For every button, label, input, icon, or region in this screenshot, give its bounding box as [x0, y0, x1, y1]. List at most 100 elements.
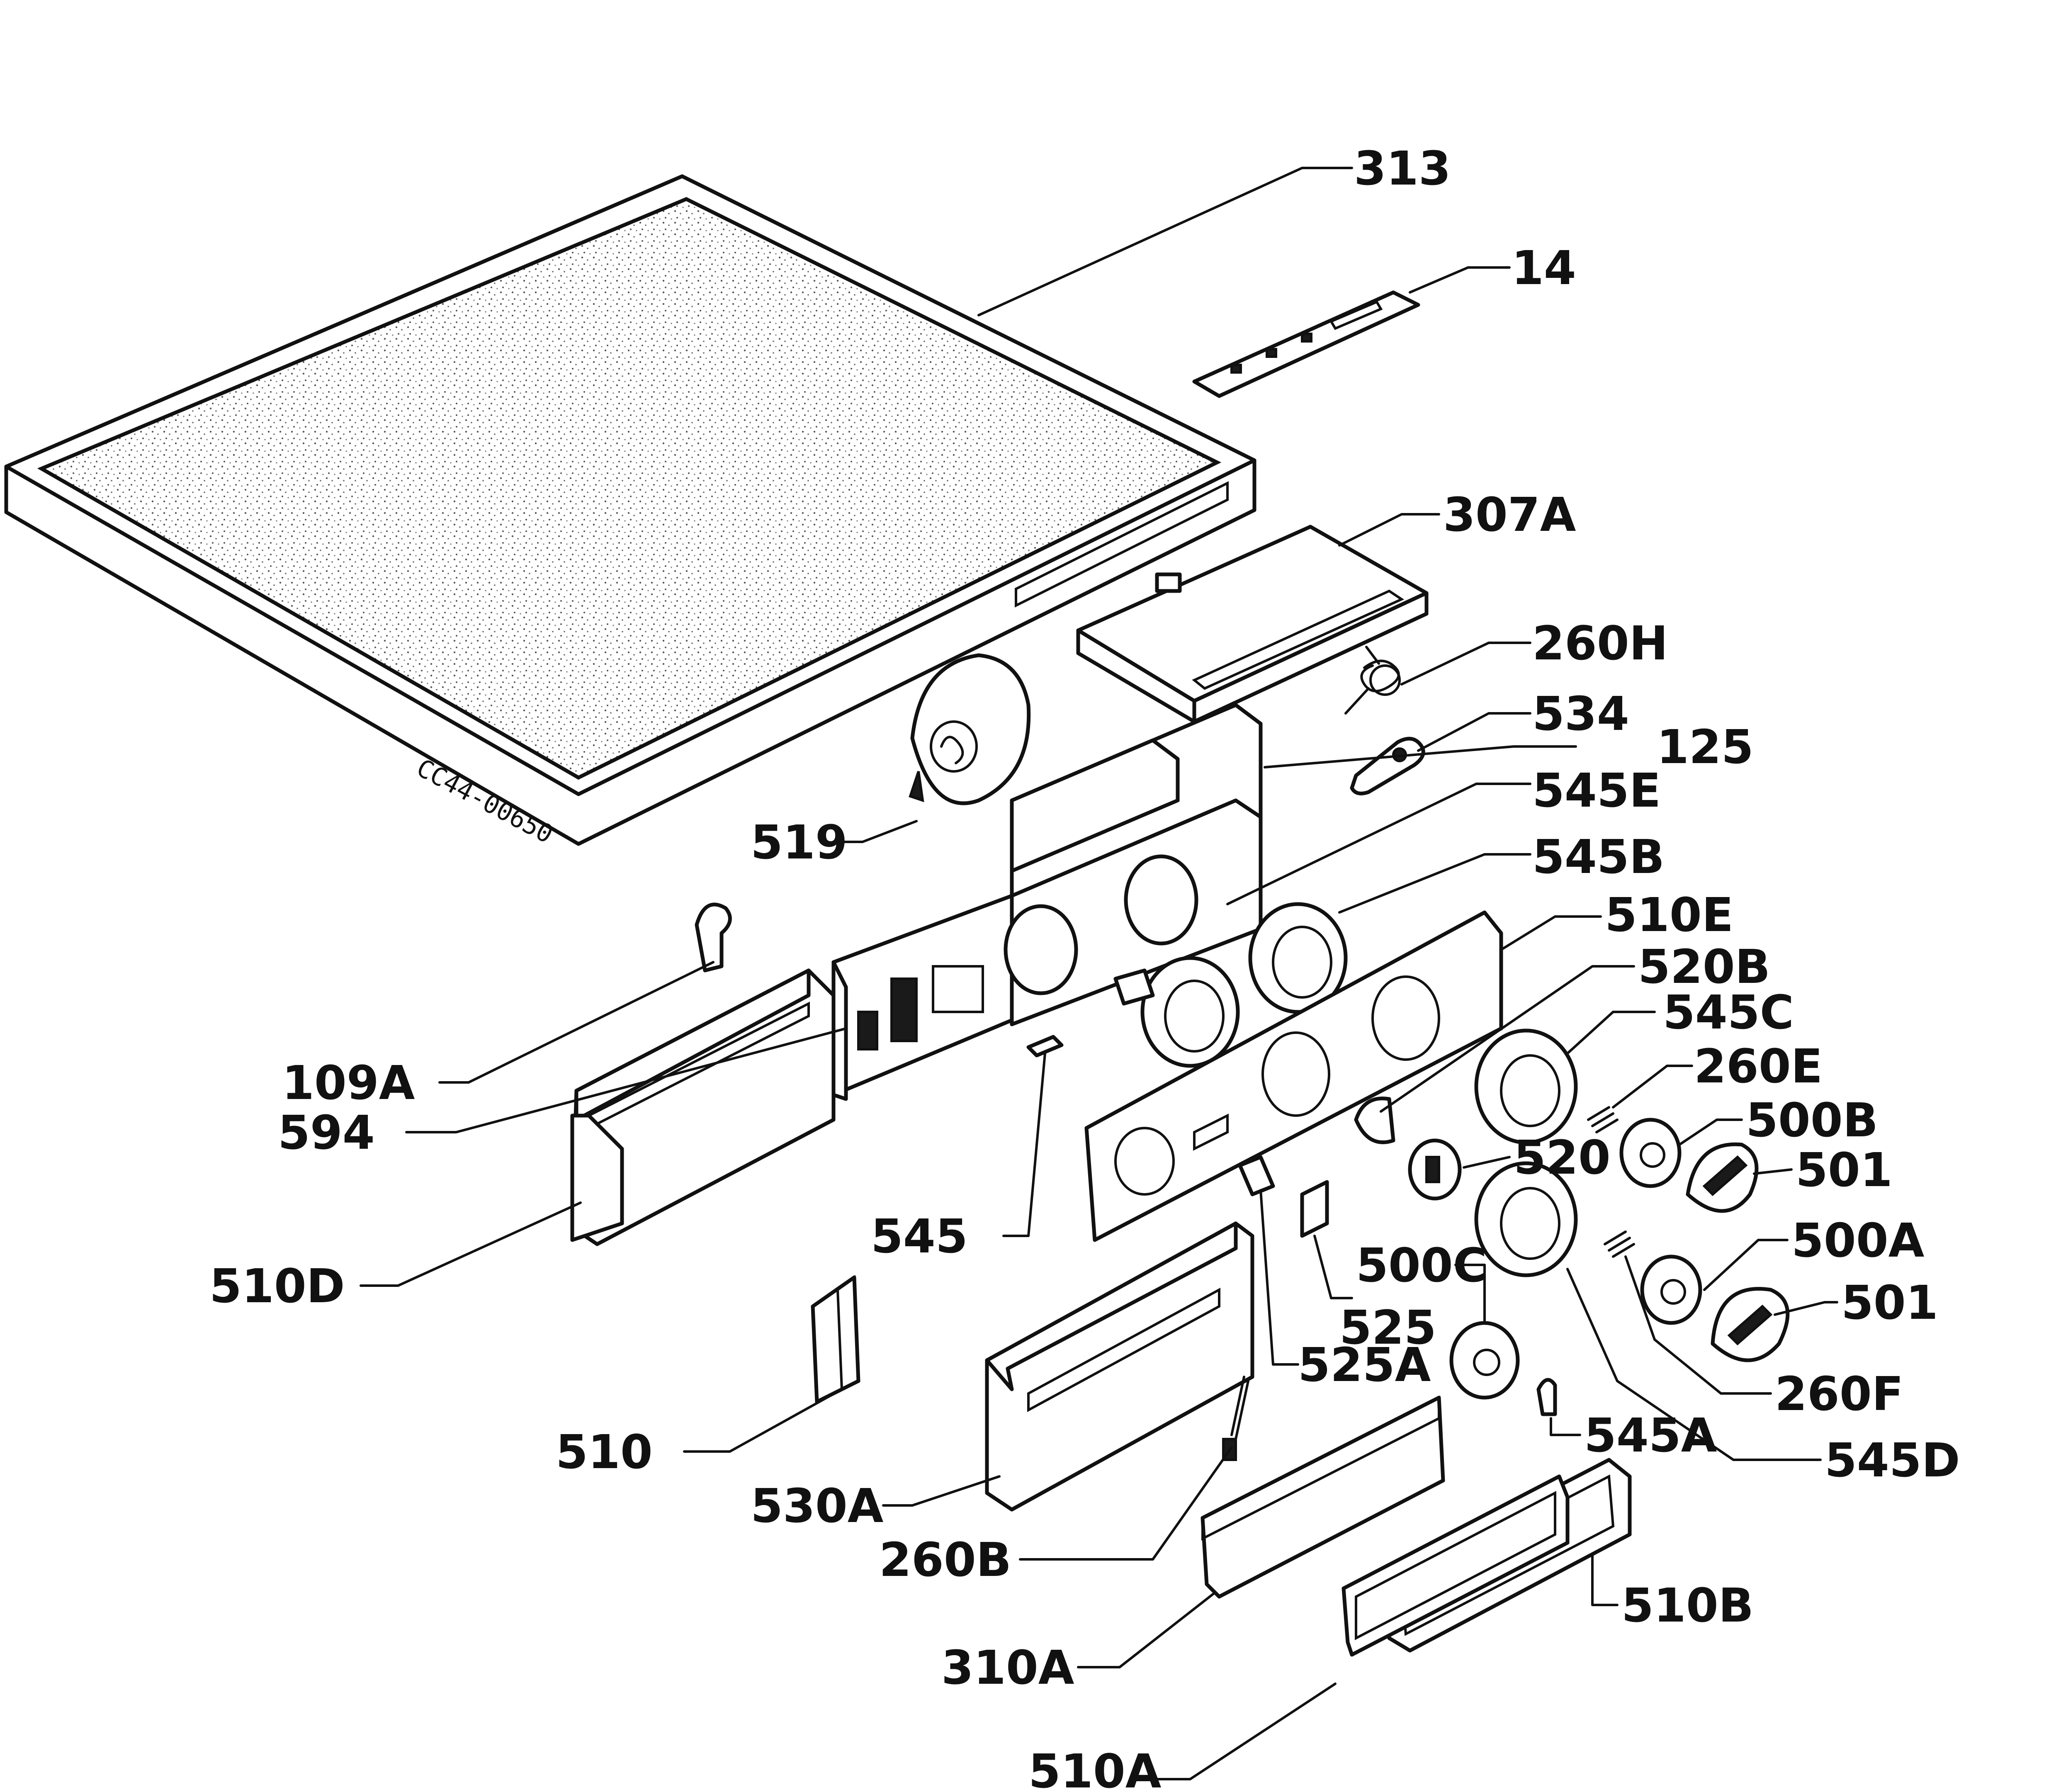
leader-545e	[1226, 783, 1531, 905]
leader-260b	[1019, 1446, 1233, 1561]
leader-545b	[1338, 853, 1531, 914]
part-510a-filter-cover	[1342, 1474, 1570, 1657]
leader-14	[1409, 266, 1511, 294]
part-594-control-panel	[831, 798, 1263, 1101]
leader-500c	[1454, 1264, 1486, 1324]
leader-510	[683, 1388, 843, 1453]
callout-510b: 510B	[1621, 1579, 1754, 1633]
leader-307a	[1338, 513, 1440, 547]
part-525-block	[1300, 1180, 1329, 1238]
leader-109a	[438, 961, 714, 1084]
callout-labels: 313 14 307A 260H 534 125 545E 545B 519 5…	[209, 142, 1960, 1792]
leader-520	[1463, 1156, 1511, 1169]
part-545b-knob-ring	[1248, 902, 1348, 1014]
part-310a-plinth	[1201, 1396, 1445, 1599]
leader-594	[405, 1027, 847, 1133]
callout-501a: 501	[1796, 1143, 1893, 1197]
part-510-bracket	[811, 1275, 860, 1404]
callout-260e: 260E	[1694, 1040, 1823, 1094]
leader-500a	[1703, 1239, 1789, 1291]
part-530a-handle	[985, 1221, 1254, 1512]
callout-510e: 510E	[1605, 888, 1733, 942]
callout-125: 125	[1657, 720, 1754, 774]
callout-500a: 500A	[1791, 1214, 1925, 1268]
part-500a-knob-shaft	[1640, 1255, 1702, 1325]
callout-525a: 525A	[1298, 1338, 1431, 1392]
part-545a-clip	[1536, 1378, 1557, 1416]
leader-310a	[1077, 1591, 1216, 1668]
callout-500b: 500B	[1746, 1094, 1878, 1148]
part-520b-bushing	[1354, 1097, 1395, 1144]
leader-525	[1313, 1235, 1353, 1299]
part-14-label-plate	[1192, 290, 1420, 398]
part-510d-front-rail	[570, 968, 836, 1246]
part-500b-knob-shaft	[1619, 1118, 1682, 1188]
part-109a-hook	[695, 902, 732, 973]
leader-501a	[1753, 1168, 1793, 1175]
part-260h-spring	[1344, 646, 1401, 715]
part-501b-knob	[1711, 1287, 1790, 1362]
leader-545d	[1566, 1268, 1822, 1461]
leader-545	[1002, 1052, 1046, 1237]
part-545d-knob-ring	[1474, 1161, 1578, 1277]
callout-545c: 545C	[1663, 986, 1794, 1040]
leader-510e	[1500, 915, 1602, 951]
leader-260h	[1400, 642, 1531, 686]
part-534-latch	[1350, 737, 1425, 795]
part-501a-knob	[1686, 1142, 1759, 1213]
callout-313: 313	[1354, 142, 1451, 196]
part-545-clip	[1026, 1035, 1064, 1058]
callout-545a: 545A	[1584, 1409, 1717, 1463]
leader-545c	[1566, 1011, 1656, 1055]
leader-510b	[1591, 1554, 1619, 1606]
part-307a-detergent-drawer	[1076, 525, 1429, 724]
leader-260f	[1624, 1255, 1772, 1395]
callout-310a: 310A	[941, 1641, 1074, 1695]
callout-307a: 307A	[1443, 488, 1576, 542]
callout-109a: 109A	[282, 1056, 415, 1110]
callout-519: 519	[751, 816, 848, 870]
leader-530a	[882, 1475, 1001, 1507]
callout-510: 510	[556, 1425, 653, 1479]
callout-260h: 260H	[1532, 617, 1668, 671]
leader-260e	[1612, 1065, 1693, 1109]
leader-lines	[360, 167, 1838, 1780]
part-510e-fascia-plate	[1084, 910, 1503, 1242]
callout-525: 525	[1339, 1301, 1436, 1355]
part-519-programme-disc	[909, 653, 1031, 805]
part-525a-pin	[1238, 1155, 1275, 1196]
callout-260f: 260F	[1775, 1367, 1903, 1421]
part-260f-spring	[1604, 1230, 1635, 1258]
callout-510d: 510D	[209, 1260, 345, 1313]
part-260e-spring	[1587, 1106, 1619, 1133]
callout-14: 14	[1512, 241, 1576, 295]
part-313-worktop	[4, 174, 1256, 846]
callout-534: 534	[1532, 687, 1629, 741]
leader-520b	[1380, 965, 1635, 1113]
callout-520b: 520B	[1638, 940, 1770, 994]
part-545c-knob-ring	[1474, 1029, 1578, 1145]
callout-510a: 510A	[1028, 1745, 1162, 1792]
callout-520: 520	[1514, 1131, 1611, 1185]
callout-545b: 545B	[1532, 830, 1665, 884]
leader-510d	[360, 1201, 582, 1287]
callout-260b: 260B	[879, 1533, 1011, 1587]
leader-125	[1264, 745, 1577, 768]
callout-545e: 545E	[1532, 764, 1661, 818]
part-545e-knob-ring	[1113, 956, 1240, 1068]
callout-530a: 530A	[751, 1479, 884, 1533]
part-520-bushing	[1408, 1138, 1462, 1201]
part-500c-knob-shaft	[1449, 1321, 1520, 1400]
leader-534	[1417, 712, 1531, 752]
leader-510a	[1139, 1683, 1337, 1780]
callout-545d: 545D	[1825, 1434, 1960, 1488]
leader-501b	[1774, 1301, 1838, 1316]
callout-500c: 500C	[1356, 1239, 1487, 1293]
leader-545a	[1550, 1417, 1581, 1436]
callout-594: 594	[278, 1106, 375, 1160]
callout-545: 545	[871, 1210, 968, 1264]
callout-501b: 501	[1841, 1276, 1938, 1330]
leader-313	[977, 167, 1353, 316]
leader-525a	[1259, 1189, 1299, 1366]
